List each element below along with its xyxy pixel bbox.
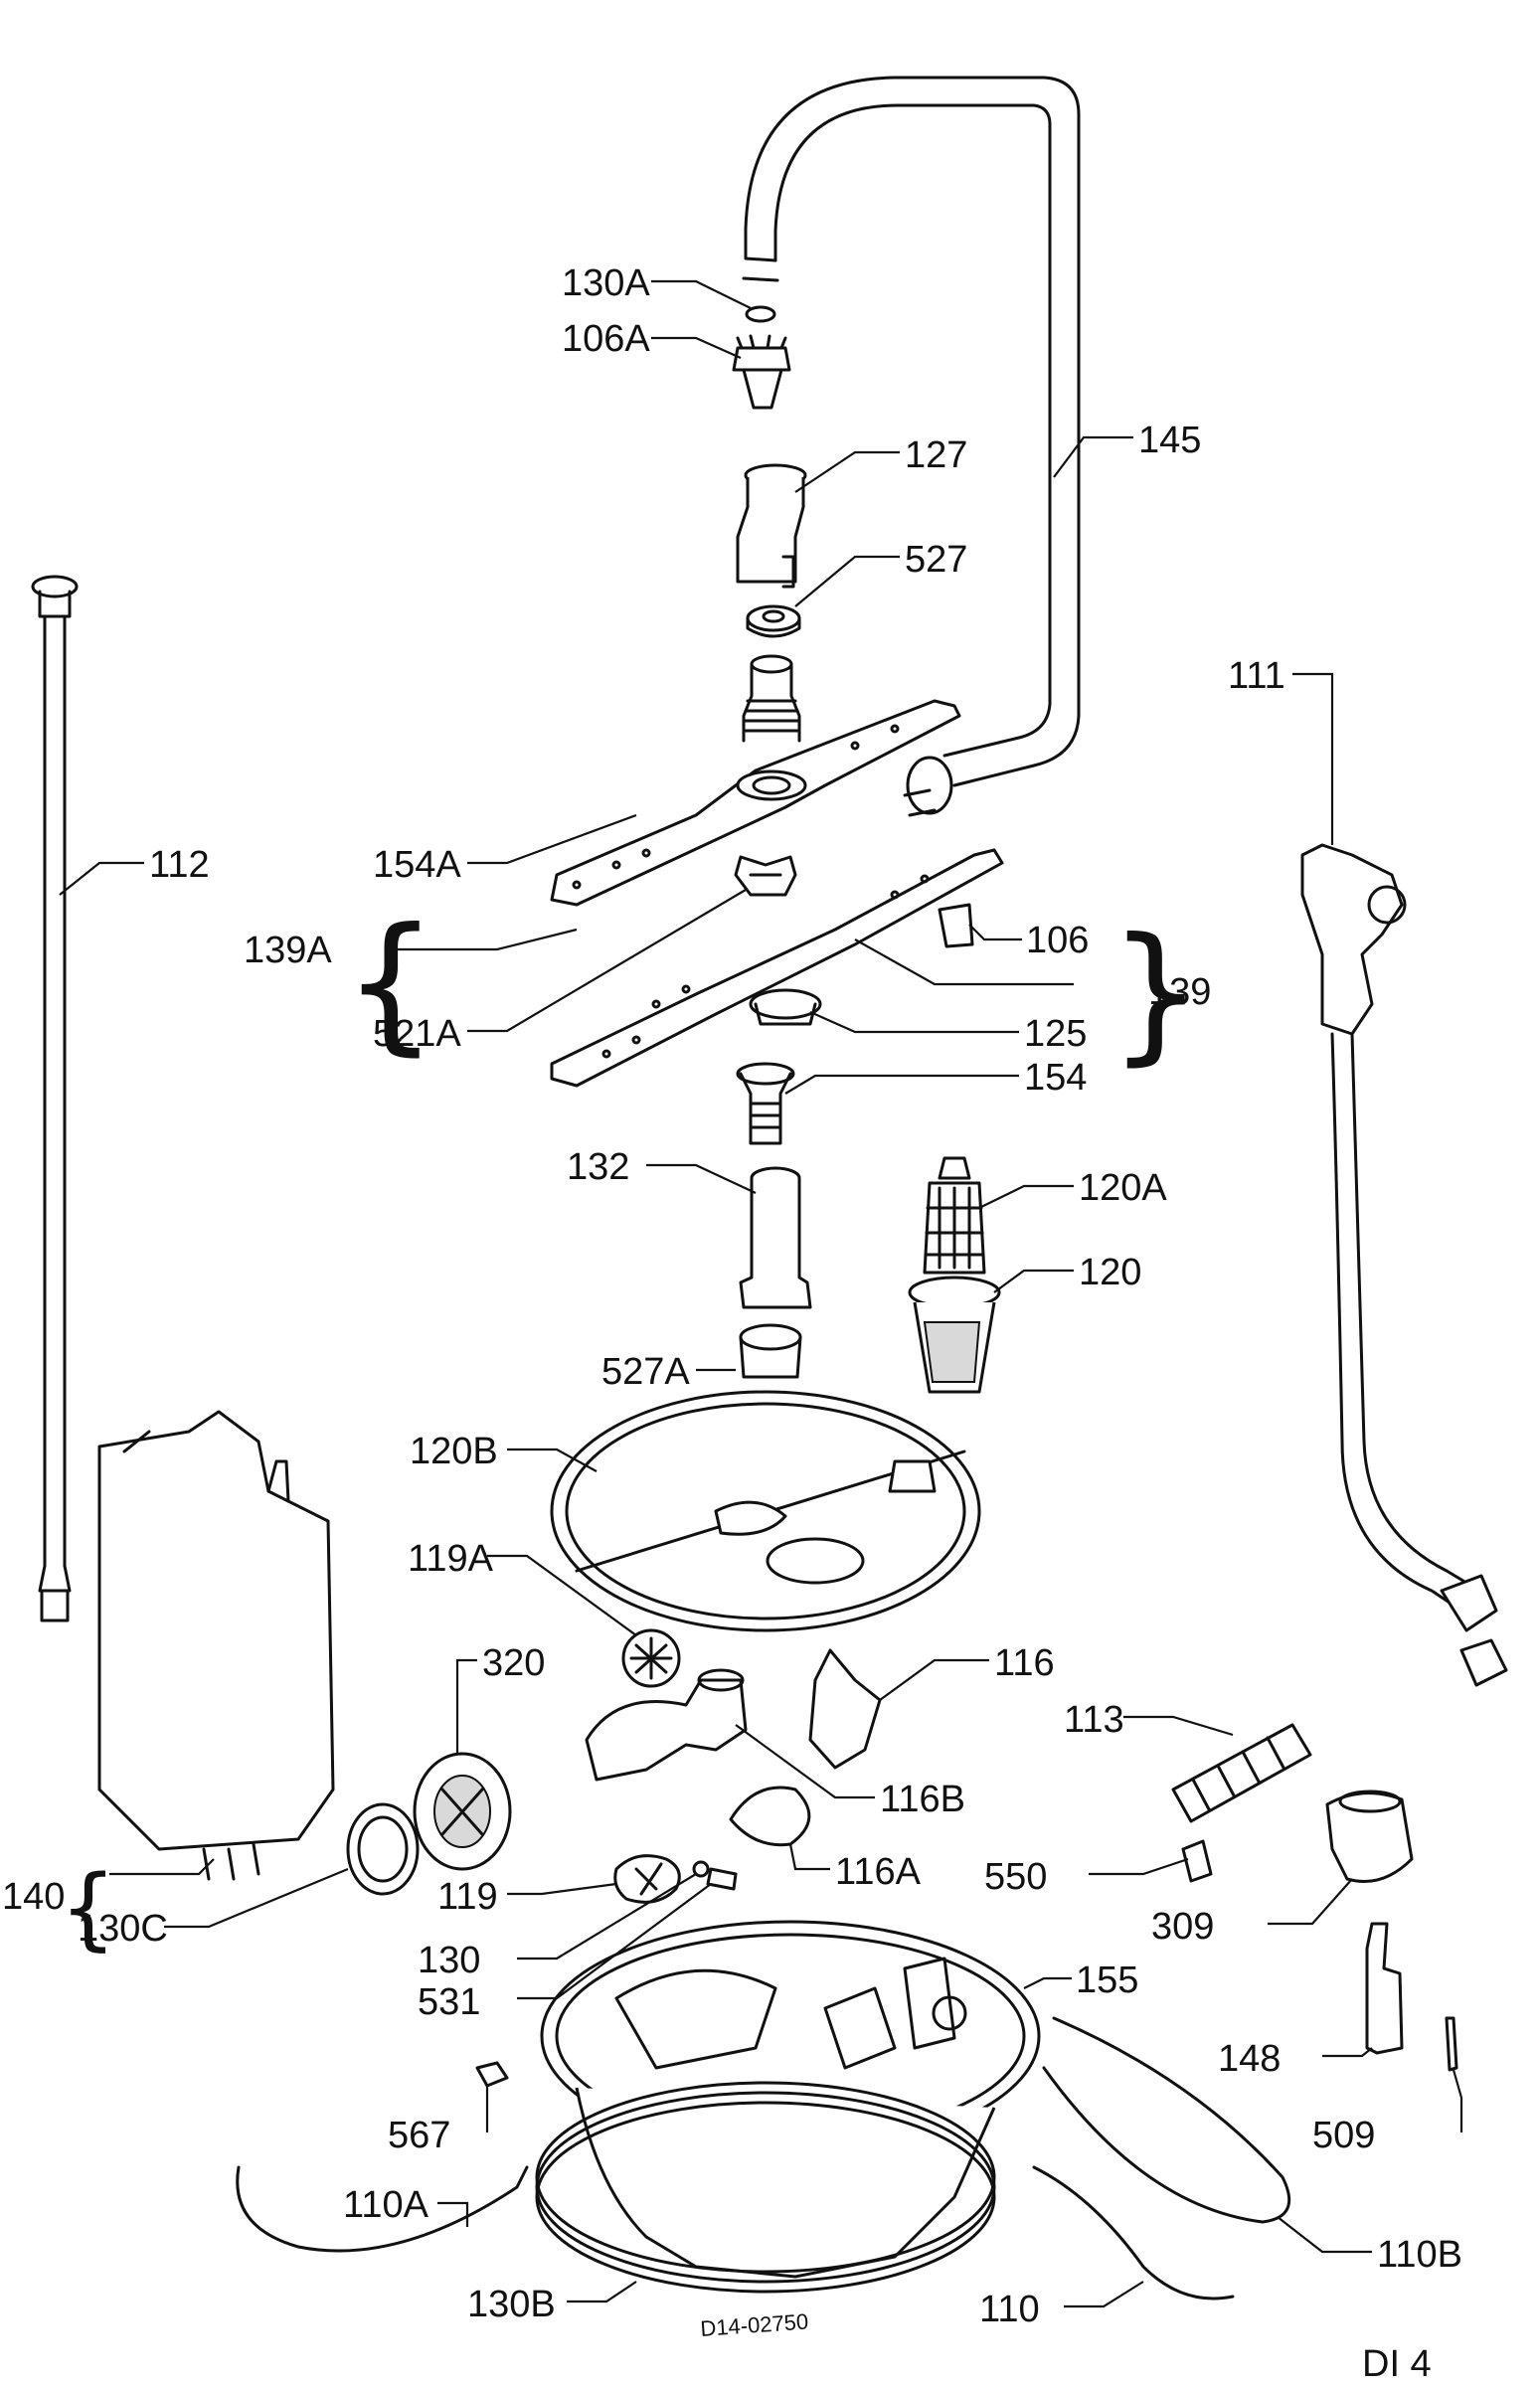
label-139: 139 (1148, 971, 1211, 1013)
label-116B: 116B (880, 1779, 965, 1820)
long-hose (1032, 2165, 1235, 2301)
label-527A: 527A (601, 1351, 690, 1393)
impeller (613, 1854, 681, 1904)
tube-collar (739, 1323, 802, 1379)
part-labels: 130A 106A 127 145 527 111 112 154A 139A … (2, 262, 1462, 2385)
label-145: 145 (1138, 420, 1201, 461)
drain-hose (31, 575, 79, 1622)
label-106A: 106A (562, 318, 650, 360)
screw (692, 1860, 738, 1891)
drawing-code: D14-02750 (700, 2308, 809, 2341)
small-clip (938, 903, 974, 948)
group-bracket-140: { (60, 1856, 116, 1960)
label-155: 155 (1076, 1960, 1138, 2001)
label-116: 116 (994, 1642, 1055, 1684)
pump-housing (585, 1668, 748, 1782)
label-113: 113 (1064, 1699, 1124, 1741)
label-521A: 521A (373, 1013, 461, 1055)
tiny-clip (475, 2061, 509, 2088)
sheet-id: DI 4 (1362, 2343, 1432, 2385)
label-127: 127 (905, 434, 967, 476)
label-130A: 130A (562, 262, 650, 304)
cover-cap (1325, 1790, 1414, 1883)
label-106: 106 (1026, 920, 1089, 961)
label-531: 531 (418, 1981, 480, 2023)
label-527: 527 (905, 539, 967, 581)
filter-plate (550, 1390, 981, 1632)
label-119A: 119A (408, 1538, 494, 1580)
label-139A: 139A (244, 930, 332, 971)
arm-clip (734, 855, 797, 897)
label-130B: 130B (467, 2284, 556, 2325)
star-nut (732, 334, 791, 410)
upper-spray-arm (550, 654, 961, 907)
check-valve (808, 1648, 882, 1770)
label-140: 140 (2, 1876, 65, 1918)
sump-seal (535, 2081, 996, 2294)
label-509: 509 (1312, 2115, 1375, 2156)
upper-spray-pipe (742, 76, 1081, 817)
lower-spray-arm (550, 848, 1004, 1088)
o-ring (745, 305, 776, 323)
label-111: 111 (1228, 655, 1285, 697)
leader-lines (59, 279, 1463, 2308)
fill-hose (1300, 843, 1508, 1687)
supply-tube (739, 1166, 812, 1309)
pin (1445, 2016, 1458, 2072)
label-320: 320 (482, 1642, 545, 1684)
label-110B: 110B (1377, 2234, 1462, 2276)
label-112: 112 (149, 844, 210, 886)
gasket-ring (346, 1802, 420, 1896)
hex-nut (746, 604, 801, 638)
label-148: 148 (1218, 2038, 1281, 2080)
label-119: 119 (437, 1876, 498, 1918)
pump-cover (621, 1628, 681, 1688)
mounting-clip (1365, 1922, 1404, 2055)
label-154A: 154A (373, 844, 461, 886)
sump-housing (540, 1920, 1041, 2279)
label-120A: 120A (1079, 1167, 1167, 1209)
bearing-ring (749, 988, 822, 1026)
label-120: 120 (1079, 1252, 1141, 1293)
water-softener (97, 1410, 335, 1881)
label-110A: 110A (343, 2184, 429, 2226)
label-110: 110 (979, 2289, 1040, 2330)
hose-loop (1042, 2016, 1291, 2224)
label-125: 125 (1024, 1013, 1087, 1055)
short-hose (236, 2165, 529, 2253)
valve-flap (729, 1786, 811, 1847)
label-130: 130 (418, 1940, 480, 1981)
label-132: 132 (567, 1146, 629, 1188)
label-154: 154 (1024, 1057, 1087, 1099)
label-116A: 116A (835, 1851, 922, 1893)
inlet-filter (1171, 1723, 1312, 1823)
group-bracket-139A: { (343, 897, 437, 1070)
threaded-bush (736, 1062, 795, 1145)
label-550: 550 (984, 1856, 1047, 1898)
label-120B: 120B (410, 1431, 498, 1472)
label-130C: 130C (78, 1908, 168, 1950)
motor-seal (413, 1752, 512, 1871)
fine-filter (908, 1156, 1001, 1394)
group-bracket-139: } (1109, 907, 1203, 1080)
connector-tube (736, 463, 807, 589)
small-block (1181, 1839, 1213, 1883)
label-567: 567 (388, 2115, 450, 2156)
label-309: 309 (1151, 1906, 1214, 1948)
